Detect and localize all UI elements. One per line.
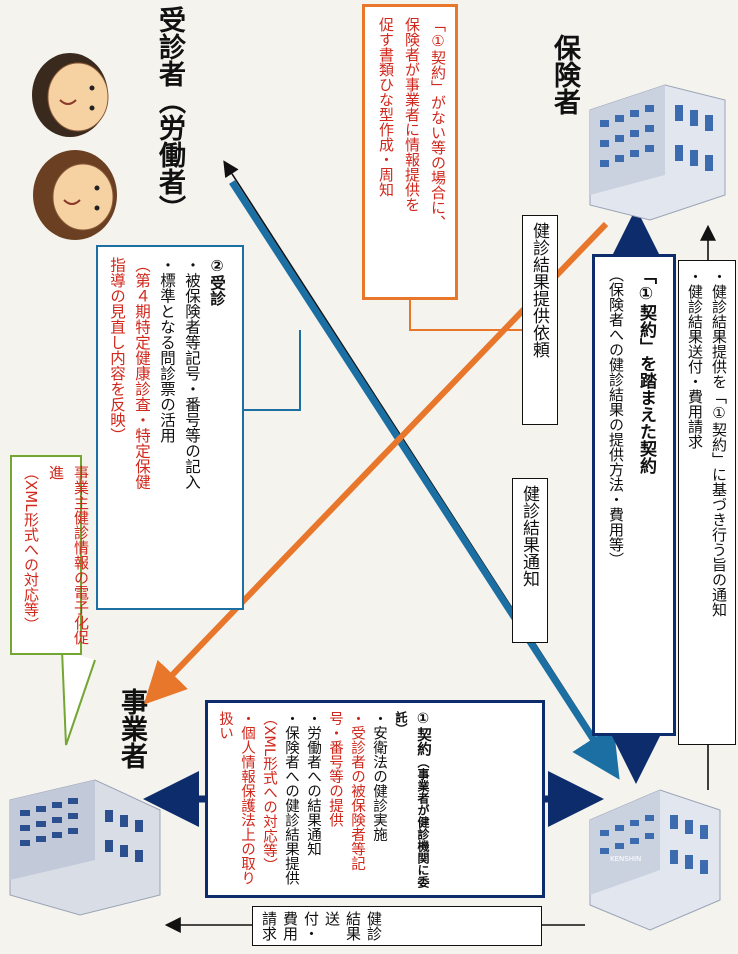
exam-box-item-2: ・標準となる問診票の活用: [158, 257, 176, 443]
exam-request-box: 健診結果提供依頼: [522, 215, 558, 425]
insurer-contract-text: 「①契約」を踏まえた契約 （保険者への健診結果の提供方法・費用等）: [601, 267, 661, 725]
insurer-note-connector: [409, 300, 545, 331]
digital-callout: [61, 649, 96, 746]
digital-box-line-1: 事業主健診情報の電子化促進: [47, 465, 90, 645]
exam-box-note-2: 指導の見直し内容を反映）: [108, 257, 126, 443]
exam-box-item-1: ・被保険者等記号・番号等の記入: [183, 257, 201, 490]
insurer-contract-sub: （保険者への健診結果の提供方法・費用等）: [607, 267, 625, 567]
exam-box-connector: [240, 330, 301, 411]
institution-building-icon: [589, 789, 721, 931]
employer-flow-text: 健診結果送付・費用請求: [260, 911, 383, 941]
employer-contract-line-3: ・労働者への結果通知: [305, 711, 321, 856]
institution-building-caption: KENSHIN: [610, 855, 642, 863]
employer-contract-line-4-note: （XML形式への対応等）: [261, 711, 277, 873]
exam-box-note-1: （第４期特定健康診査・特定保健: [133, 257, 151, 490]
worker-woman-icon: [33, 150, 117, 240]
insurer-flow-box: ・健診結果提供を「①契約」に基づき行う旨の通知 ・健診結果送付・費用請求: [678, 260, 736, 745]
exam-visit-arrow: [229, 180, 620, 780]
insurer-flow-line-2: ・健診結果送付・費用請求: [686, 269, 704, 449]
insurer-building-icon: [589, 84, 726, 221]
employer-contract-box: ①契約（事業者が健診機関に委託） ・安衛法の健診実施 ・受診者の被保険者等記号・…: [205, 700, 545, 898]
employer-contract-line-4: ・保険者への健診結果提供: [283, 711, 299, 885]
employer-flow-box: 健診結果送付・費用請求: [252, 906, 542, 946]
exam-box-text: ②受診 ・被保険者等記号・番号等の記入 ・標準となる問診票の活用 （第４期特定健…: [104, 257, 229, 597]
insurer-flow-text: ・健診結果提供を「①契約」に基づき行う旨の通知 ・健診結果送付・費用請求: [683, 269, 731, 737]
employer-contract-text: ①契約（事業者が健診機関に委託） ・安衛法の健診実施 ・受診者の被保険者等記号・…: [214, 711, 434, 891]
exam-notice-box: 健診結果通知: [512, 478, 548, 643]
examinee-label: 受診者（労働者）: [154, 6, 185, 222]
insurer-note-box: 「①契約」がない等の場合に、 保険者が事業者に情報提供を 促す書類ひな型作成・周…: [362, 4, 458, 300]
insurer-note-line-2: 保険者が事業者に情報提供を: [403, 17, 421, 212]
exam-box: ②受診 ・被保険者等記号・番号等の記入 ・標準となる問診票の活用 （第４期特定健…: [96, 245, 244, 610]
employer-contract-line-1: ・安衛法の健診実施: [371, 711, 387, 842]
digital-box-text: 事業主健診情報の電子化促進 （XML形式への対応等）: [18, 465, 93, 647]
insurer-contract-box: 「①契約」を踏まえた契約 （保険者への健診結果の提供方法・費用等）: [592, 254, 676, 736]
exam-notice-text: 健診結果通知: [519, 485, 539, 587]
employer-contract-heading: ①契約: [415, 711, 431, 756]
employer-contract-line-2: ・受診者の被保険者等記号・番号等の提供: [327, 711, 365, 871]
insurer-label: 保険者: [549, 34, 580, 115]
worker-man-icon: [32, 53, 109, 137]
exam-request-text: 健診結果提供依頼: [529, 222, 549, 358]
employer-contract-line-5: ・個人情報保護法上の取り扱い: [217, 711, 255, 885]
insurer-note-line-3: 促す書類ひな型作成・周知: [377, 17, 395, 197]
employer-contract-heading-note: （事業者が健診機関に委託）: [394, 711, 430, 888]
insurer-contract-heading: 「①契約」を踏まえた契約: [636, 267, 656, 474]
insurer-note-text: 「①契約」がない等の場合に、 保険者が事業者に情報提供を 促す書類ひな型作成・周…: [373, 17, 451, 291]
insurer-flow-line-1: ・健診結果提供を「①契約」に基づき行う旨の通知: [710, 269, 728, 617]
digital-box-line-2: （XML形式への対応等）: [22, 465, 40, 632]
employer-label: 事業者: [116, 688, 147, 769]
employer-building-icon: [9, 779, 161, 916]
digital-box: 事業主健診情報の電子化促進 （XML形式への対応等）: [10, 455, 90, 655]
insurer-note-line-1: 「①契約」がない等の場合に、: [429, 17, 447, 230]
exam-box-heading: ②受診: [208, 257, 226, 306]
